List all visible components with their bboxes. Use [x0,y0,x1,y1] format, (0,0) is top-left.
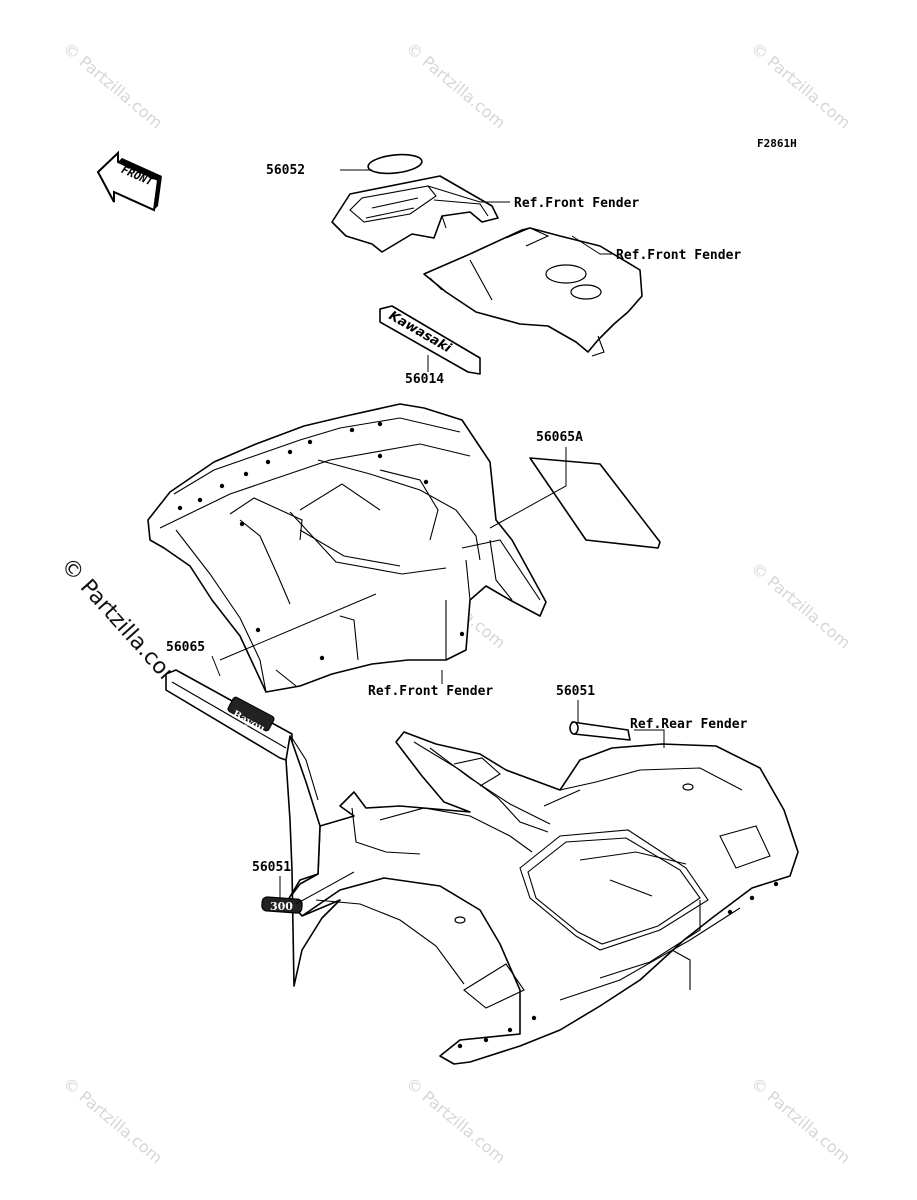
rear-fender [287,731,799,1065]
decal-kawasaki: Kawasaki [379,305,481,375]
callout-labels: 56052 Ref.Front Fender Ref.Front Fender … [166,163,748,875]
decal-300-emblem: 300 [261,896,303,914]
watermark: © Partzilla.com [747,559,854,653]
front-fender-cover-small [331,175,499,253]
watermark: © Partzilla.com [747,39,854,133]
callout-ref-front-fender-1: Ref.Front Fender [514,196,639,211]
callout-56051-bottom: 56051 [252,860,291,875]
callout-56052: 56052 [266,163,305,178]
part-56051-top [569,721,631,741]
rear-fender-flap [285,735,341,987]
front-fender-main [147,403,547,693]
callout-56051-top: 56051 [556,684,595,699]
callout-56065: 56065 [166,640,205,655]
watermark: © Partzilla.com [747,1074,854,1168]
front-direction-arrow: FRONT [96,150,162,212]
decal-kawasaki-text: Kawasaki [386,308,454,356]
watermark: © Partzilla.com [59,39,166,133]
watermark: © Partzilla.com [402,1074,509,1168]
decal-56052-oval [367,153,423,175]
front-fender-cover-large [423,227,643,357]
decal-56065-bayou: Bayou [165,669,293,763]
callout-56014: 56014 [405,372,444,387]
callout-ref-rear-fender: Ref.Rear Fender [630,717,748,732]
figure-code: F2861H [757,137,797,150]
callout-ref-front-fender-3: Ref.Front Fender [368,684,493,699]
watermark: © Partzilla.com [402,39,509,133]
decal-56065A [529,457,661,549]
decal-300-text: 300 [270,900,293,913]
watermark: © Partzilla.com [59,1074,166,1168]
callout-ref-front-fender-2: Ref.Front Fender [616,248,741,263]
callout-56065A: 56065A [536,430,583,445]
leader-lines [211,169,665,905]
